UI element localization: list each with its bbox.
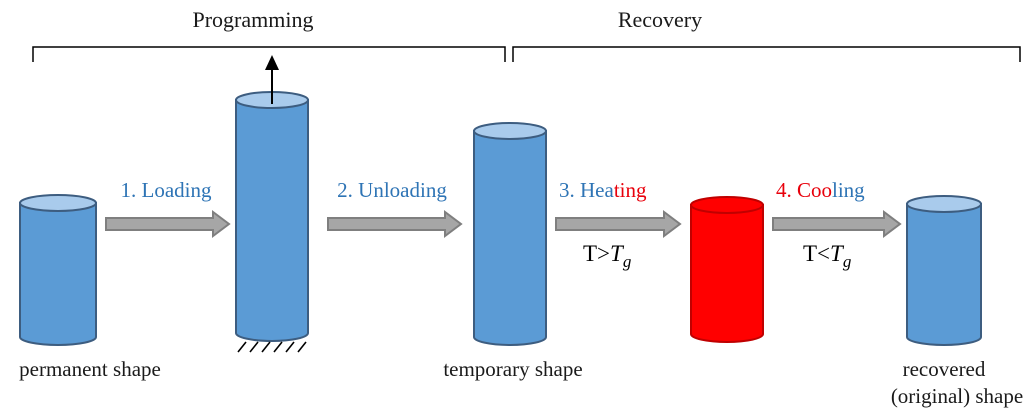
temporary-shape-caption: temporary shape (443, 357, 582, 381)
temporary-shape-cylinder (473, 122, 547, 346)
recovered-shape-caption-line1: recovered (903, 357, 986, 381)
heated-cylinder (690, 196, 764, 343)
unloading-step-label: 2. Unloading (337, 178, 447, 202)
unloading-arrow (327, 210, 463, 238)
permanent-shape-cylinder (19, 194, 97, 346)
cooling-step-label: 4. Cooling (776, 178, 865, 202)
cooling-arrow (772, 210, 902, 238)
heating-arrow (555, 210, 682, 238)
programming-phase-title: Programming (193, 7, 314, 32)
cooling-condition: T<Tg (803, 241, 851, 271)
loaded-cylinder (235, 91, 309, 342)
heating-condition: T>Tg (583, 241, 631, 271)
recovery-phase-title: Recovery (618, 7, 702, 32)
load-up-arrow (265, 55, 279, 104)
fixed-support-hatch (237, 341, 307, 353)
recovered-shape-cylinder (906, 195, 982, 346)
programming-bracket (32, 46, 506, 62)
recovered-shape-caption-line2: (original) shape (891, 384, 1023, 408)
loading-arrow (105, 210, 231, 238)
loading-step-label: 1. Loading (121, 178, 212, 202)
heating-step-label: 3. Heating (559, 178, 647, 202)
recovery-bracket (512, 46, 1021, 62)
permanent-shape-caption: permanent shape (19, 357, 161, 381)
